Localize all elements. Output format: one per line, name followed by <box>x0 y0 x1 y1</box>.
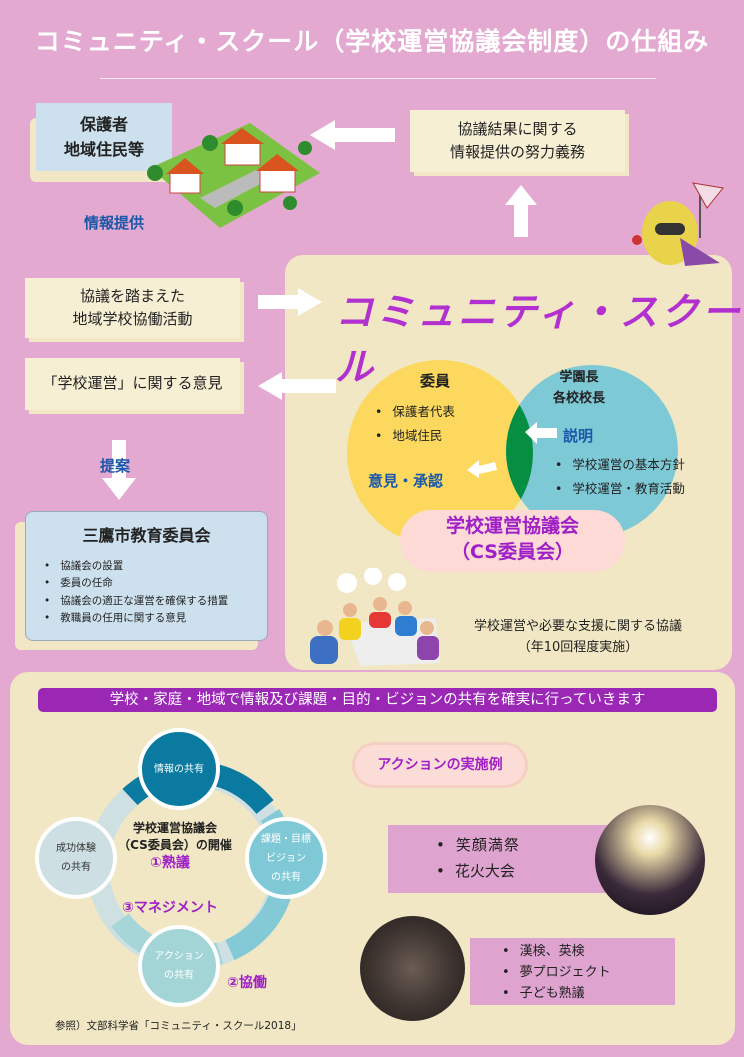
board-item: 委員の任命 <box>44 575 267 592</box>
action-item: 漢検、英検 <box>502 942 675 963</box>
meeting-description: 学校運営や必要な支援に関する協議 （年10回程度実施） <box>448 616 708 659</box>
principal-line1: 学園長 <box>559 370 599 385</box>
collab-line2: 地域学校協働活動 <box>72 310 193 328</box>
members-title: 委員 <box>420 372 451 390</box>
action-item: 笑顔満祭 <box>436 833 628 859</box>
cycle-goals-line: の共有 <box>271 871 301 883</box>
cycle-success-line: の共有 <box>61 862 91 873</box>
board-item: 協議会の適正な運営を確保する措置 <box>44 593 267 610</box>
cycle-success-sharing: 成功体験の共有 <box>35 817 117 899</box>
action-item: 夢プロジェクト <box>502 963 675 984</box>
board-card: 三鷹市教育委員会 協議会の設置 委員の任命 協議会の適正な運営を確保する措置 教… <box>25 511 268 641</box>
sharing-banner: 学校・家庭・地域で情報及び課題・目的・ビジョンの共有を確実に行っていきます <box>38 688 717 712</box>
cycle-center-line1: 学校運営協議会 <box>132 821 217 835</box>
cycle-center: 学校運営協議会 （CS委員会）の開催 <box>115 820 235 855</box>
cycle-center-line2: （CS委員会）の開催 <box>118 838 232 853</box>
arrow-down-icon <box>102 440 136 500</box>
fireworks-photo <box>595 805 705 915</box>
cycle-goals-line: 課題・目標 <box>261 833 311 845</box>
opinion-card: 「学校運営」に関する意見 <box>25 358 240 410</box>
council-line2: （CS委員会） <box>451 540 574 563</box>
principal-item: 学校運営の基本方針 <box>555 453 685 477</box>
guardians-line1: 保護者 <box>79 115 128 134</box>
meeting-line1: 学校運営や必要な支援に関する協議 <box>473 619 682 634</box>
step-deliberation: ①熟議 <box>150 855 190 871</box>
info-result-card: 協議結果に関する 情報提供の努力義務 <box>410 110 625 172</box>
opinion-approval-label: 意見・承認 <box>368 472 444 490</box>
collab-card: 協議を踏まえた 地域学校協働活動 <box>25 278 240 338</box>
guardians-card: 保護者 地域住民等 <box>36 103 172 171</box>
action-item: 花火大会 <box>436 859 628 885</box>
opinion-text: 「学校運営」に関する意見 <box>42 374 223 393</box>
students-photo <box>360 916 465 1021</box>
info-result-line2: 情報提供の努力義務 <box>449 143 585 161</box>
divider <box>100 78 656 79</box>
board-item: 協議会の設置 <box>44 558 267 575</box>
meeting-illustration <box>310 568 440 666</box>
page-title: コミュニティ・スクール（学校運営協議会制度）の仕組み <box>34 27 710 56</box>
cycle-info-sharing: 情報の共有 <box>138 728 220 810</box>
council-pill: 学校運営協議会 （CS委員会） <box>400 510 625 572</box>
principal-item: 学校運営・教育活動 <box>555 477 685 501</box>
action-item: 子ども熟議 <box>502 984 675 1005</box>
info-result-line1: 協議結果に関する <box>457 119 578 138</box>
cycle-success-line: 成功体験 <box>56 843 96 854</box>
arrow-left-icon <box>258 372 336 400</box>
council-line1: 学校運営協議会 <box>445 515 579 537</box>
explain-label: 説明 <box>563 427 594 445</box>
cycle-goals-line: ビジョン <box>266 852 306 864</box>
proposal-label: 提案 <box>100 457 131 475</box>
arrow-left-icon <box>310 120 395 150</box>
actions-group2: 漢検、英検夢プロジェクト子ども熟議 <box>470 938 675 1005</box>
mascot-illustration <box>632 182 724 266</box>
step-collaboration: ②協働 <box>227 975 267 991</box>
cycle-info-label: 情報の共有 <box>154 763 204 775</box>
actions-title: アクションの実施例 <box>355 745 525 785</box>
community-school-heading: コミュニティ・スクール <box>335 290 743 389</box>
step-management: ③マネジメント <box>122 900 218 916</box>
guardians-line2: 地域住民等 <box>63 139 144 159</box>
principal-line2: 各校校長 <box>553 390 606 406</box>
cycle-action-sharing: アクションの共有 <box>138 925 220 1007</box>
houses-illustration <box>147 123 320 228</box>
member-item: 地域住民 <box>375 424 455 448</box>
cycle-action-line: の共有 <box>164 970 194 981</box>
arrow-up-icon <box>505 185 537 237</box>
actions-group1: 笑顔満祭花火大会 <box>388 825 628 893</box>
collab-line1: 協議を踏まえた <box>79 286 185 305</box>
board-title: 三鷹市教育委員会 <box>82 526 211 545</box>
info-provide-label: 情報提供 <box>84 214 145 232</box>
arrow-right-icon <box>258 288 322 316</box>
member-item: 保護者代表 <box>375 400 455 424</box>
reference-note: 参照）文部科学省「コミュニティ・スクール2018」 <box>55 1020 302 1032</box>
cycle-action-line: アクション <box>154 951 204 962</box>
cycle-goals-sharing: 課題・目標ビジョンの共有 <box>245 817 327 899</box>
principal-title: 学園長 各校校長 <box>553 368 605 410</box>
board-item: 教職員の任用に関する意見 <box>44 610 267 627</box>
meeting-line2: （年10回程度実施） <box>517 640 639 656</box>
